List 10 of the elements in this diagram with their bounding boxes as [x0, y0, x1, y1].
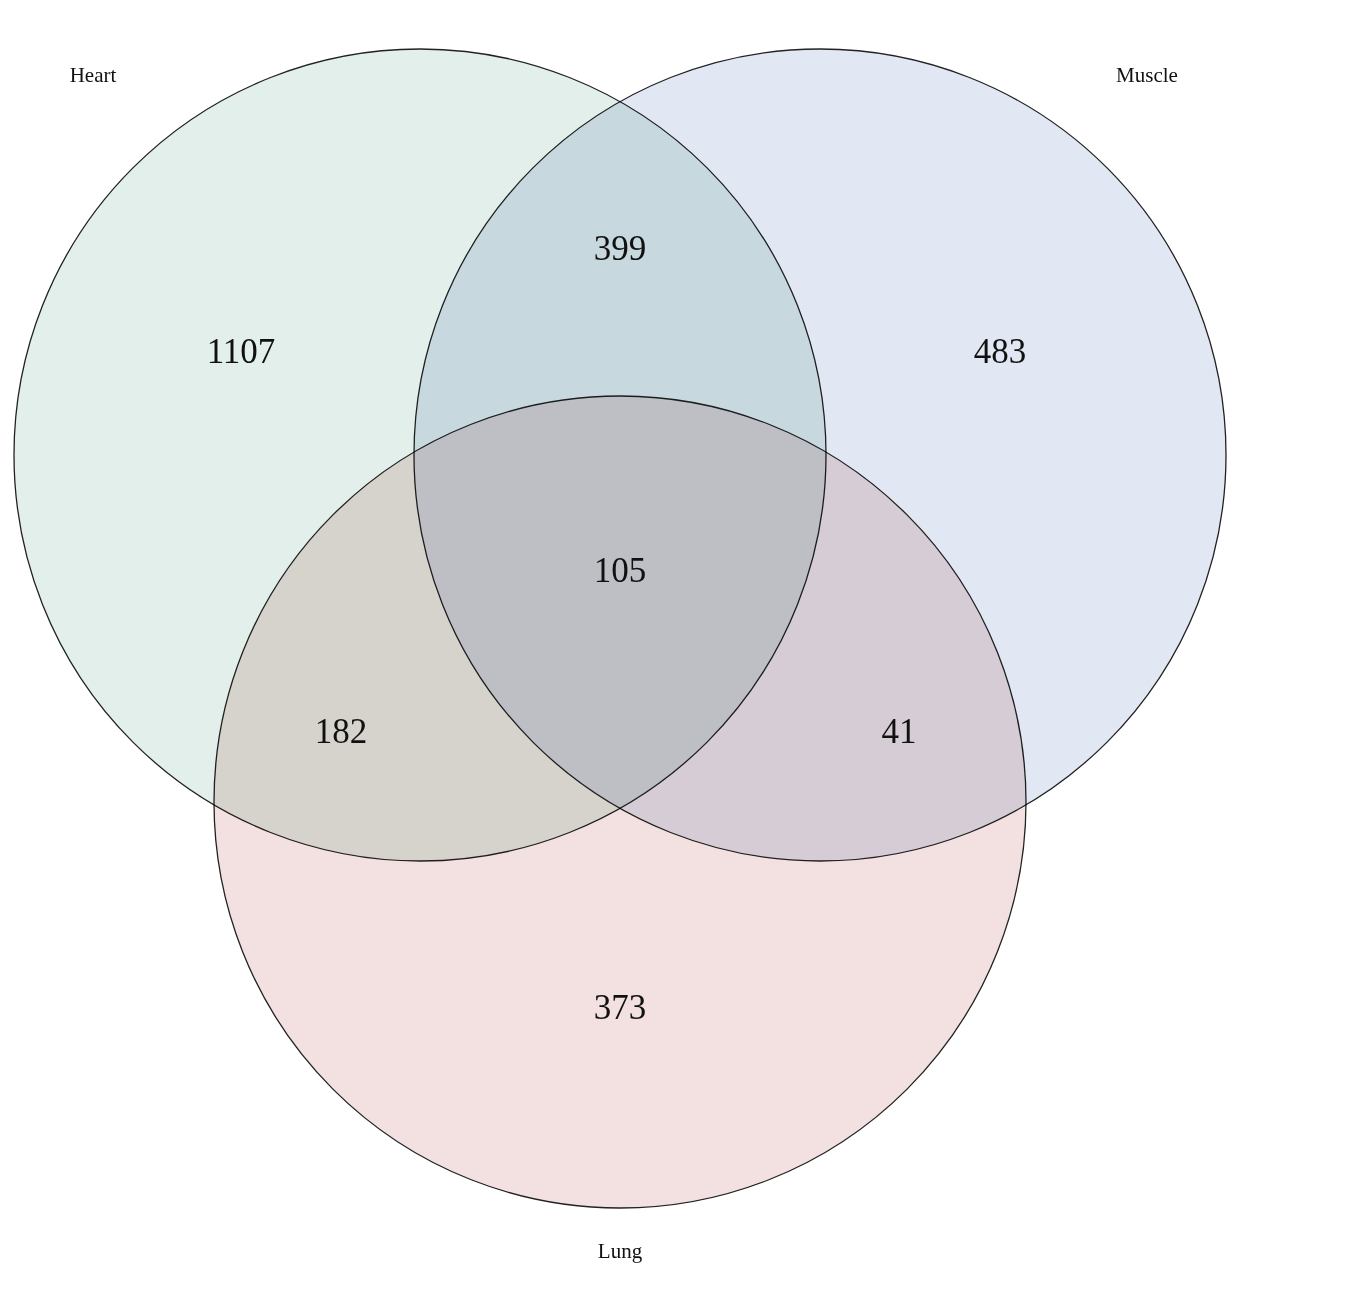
set-name: Muscle [1116, 62, 1178, 88]
set-name: Heart [69, 62, 117, 88]
region-count: 182 [314, 712, 368, 752]
region-count: 399 [593, 229, 647, 269]
region-count: 1107 [206, 332, 276, 372]
region-count: 483 [973, 332, 1027, 372]
region-count: 373 [593, 988, 647, 1028]
set-name: Lung [597, 1238, 643, 1264]
region-count: 105 [593, 551, 647, 591]
region-count: 41 [881, 712, 917, 752]
